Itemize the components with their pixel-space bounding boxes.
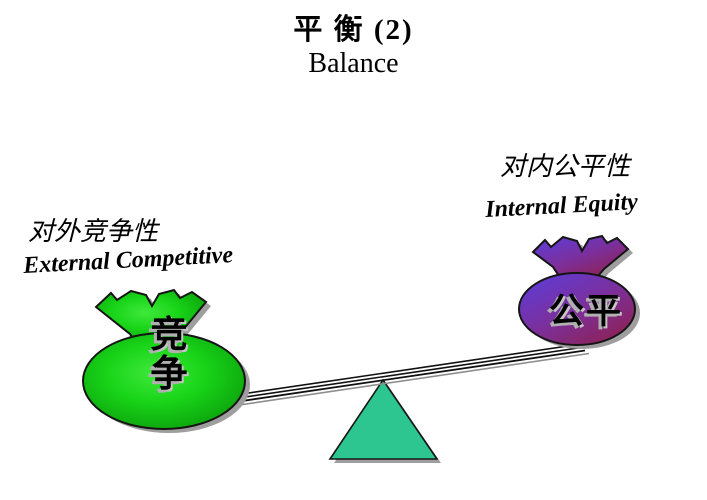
left-label-chinese: 对外竞争性 — [28, 217, 159, 246]
fulcrum-triangle — [328, 378, 441, 463]
green-money-bag — [82, 288, 250, 433]
title-chinese: 平 衡 (2) — [293, 14, 414, 46]
title-english: Balance — [308, 48, 399, 79]
purple-bag-label: 公平 — [549, 292, 624, 331]
purple-money-bag — [518, 234, 640, 349]
right-label-chinese: 对内公平性 — [500, 152, 631, 181]
green-bag-label: 竞争 — [150, 315, 188, 396]
slide-title: 平 衡 (2) Balance — [0, 12, 707, 80]
